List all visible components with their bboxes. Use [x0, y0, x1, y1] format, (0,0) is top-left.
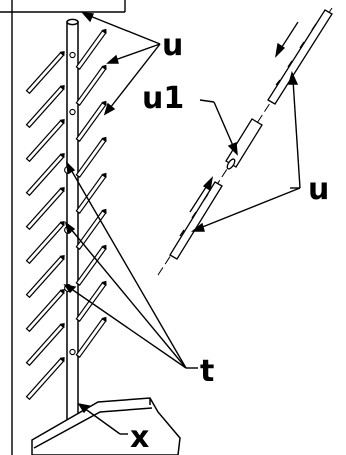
rod-element [75, 29, 107, 71]
arrow-head [77, 402, 91, 414]
rod-element [25, 255, 65, 299]
rod-element [75, 173, 107, 215]
arrow-head [63, 283, 77, 294]
rod-arrow-head [59, 153, 65, 159]
arrow-head [103, 102, 116, 116]
arrow-head [275, 42, 286, 58]
rod-element [75, 137, 107, 179]
rod-element [75, 101, 107, 143]
base-housing [31, 397, 181, 455]
label-u-top: u [162, 28, 183, 63]
rod-arrow-head [101, 100, 107, 106]
rod-arrow-head [59, 357, 65, 363]
label-t: t [200, 354, 214, 389]
rod-arrow-head [101, 172, 107, 178]
rod-element [75, 317, 107, 359]
rod-arrow-head [59, 51, 65, 57]
rod-arrow-head [59, 255, 65, 261]
arrow-head [202, 176, 213, 192]
rod-elements [25, 28, 107, 401]
rod-arrow-head [59, 85, 65, 91]
rod-arrow-head [101, 244, 107, 250]
rod-element [25, 119, 65, 163]
arrow-head [288, 70, 299, 85]
rod-element [25, 85, 65, 129]
rod-arrow-head [101, 28, 107, 34]
rod-u-upper [267, 9, 333, 105]
rod-element [25, 323, 65, 367]
arrow-head [190, 222, 205, 232]
rod-element [75, 209, 107, 251]
rod-arrow-head [101, 280, 107, 286]
rod-arrow-head [59, 221, 65, 227]
arrow-head [81, 12, 95, 23]
label-u1: u1 [142, 81, 184, 116]
motion-arrows [189, 21, 299, 213]
rod-arrow-head [59, 187, 65, 193]
arrow-head [227, 141, 238, 156]
exploded-rod-assembly [157, 7, 333, 276]
rod-element [25, 153, 65, 197]
rod-element [25, 51, 65, 95]
rod-u-lower [169, 181, 223, 260]
rod-element [25, 289, 65, 333]
rod-element [75, 65, 107, 107]
rod-arrow-head [101, 136, 107, 142]
page-frame [0, 0, 126, 455]
rod-element [25, 187, 65, 231]
rod-element [25, 221, 65, 265]
label-x: x [130, 420, 149, 455]
rod-element [25, 357, 65, 401]
arrow-head [106, 54, 119, 64]
rod-arrow-head [101, 208, 107, 214]
leader-lines [63, 12, 301, 435]
arrow-head [66, 161, 76, 175]
post-hole [69, 108, 76, 116]
coupling-u1 [225, 118, 263, 170]
post-hole [69, 51, 76, 59]
rod-arrow-head [59, 289, 65, 295]
rod-arrow-head [101, 316, 107, 322]
rod-arrow-head [59, 119, 65, 125]
label-u-right: u [308, 172, 329, 207]
rod-arrow-head [59, 323, 65, 329]
arrow-head [64, 221, 76, 235]
rod-arrow-head [101, 64, 107, 70]
post-hole [69, 348, 76, 356]
